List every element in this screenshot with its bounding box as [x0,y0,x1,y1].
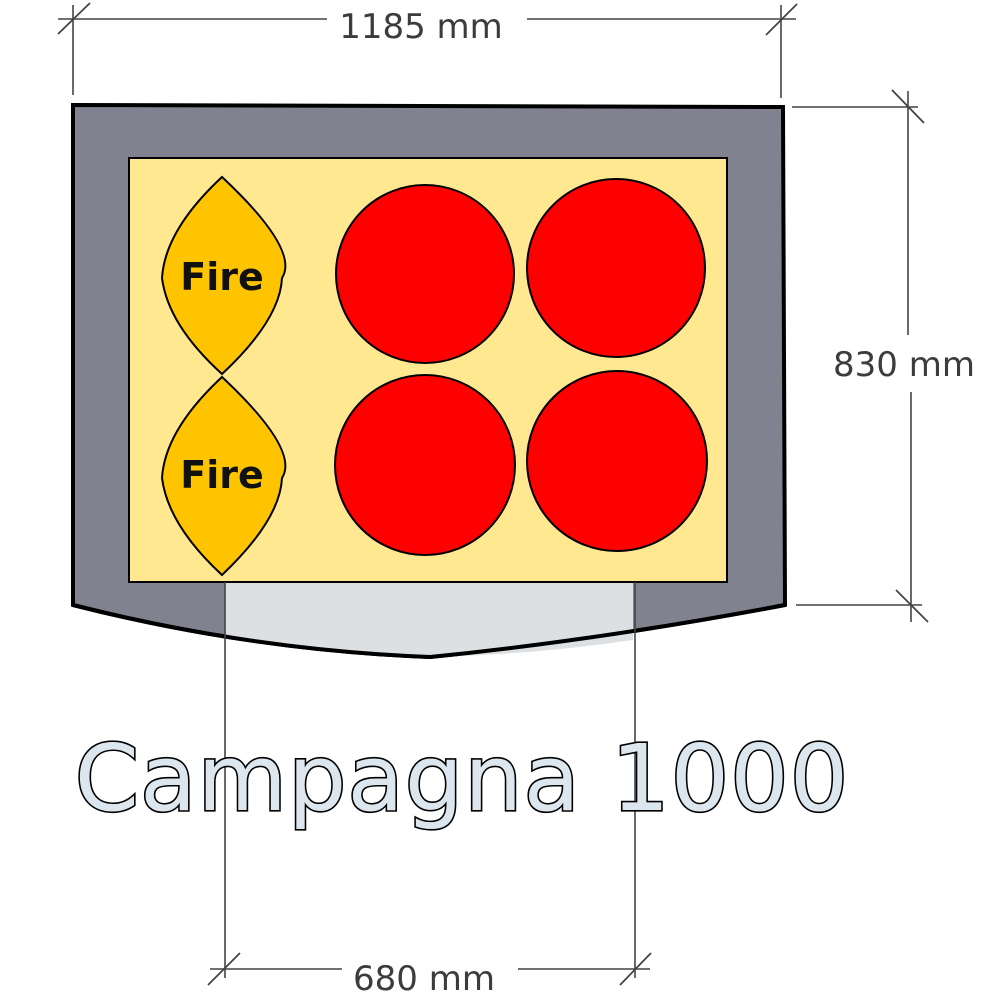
model-title: Campagna 1000 [75,725,849,832]
fire-zone-top: Fire [160,175,287,376]
oven-front-edge [72,603,786,660]
width-label: 1185 mm [339,7,503,47]
opening-label: 680 mm [353,959,495,999]
depth-label: 830 mm [833,345,975,385]
fire-label: Fire [180,453,264,497]
fire-zone-bottom: Fire [160,375,287,577]
pizza-spot [334,374,516,556]
opening-dimension: 680 mm [207,582,652,999]
pizza-spot [526,178,706,358]
oven-opening [225,582,633,657]
fire-label: Fire [180,255,264,299]
pizza-spot [335,184,515,364]
width-dimension: 1185 mm [57,2,798,98]
pizza-spot [526,370,708,552]
depth-dimension: 830 mm [792,89,975,623]
